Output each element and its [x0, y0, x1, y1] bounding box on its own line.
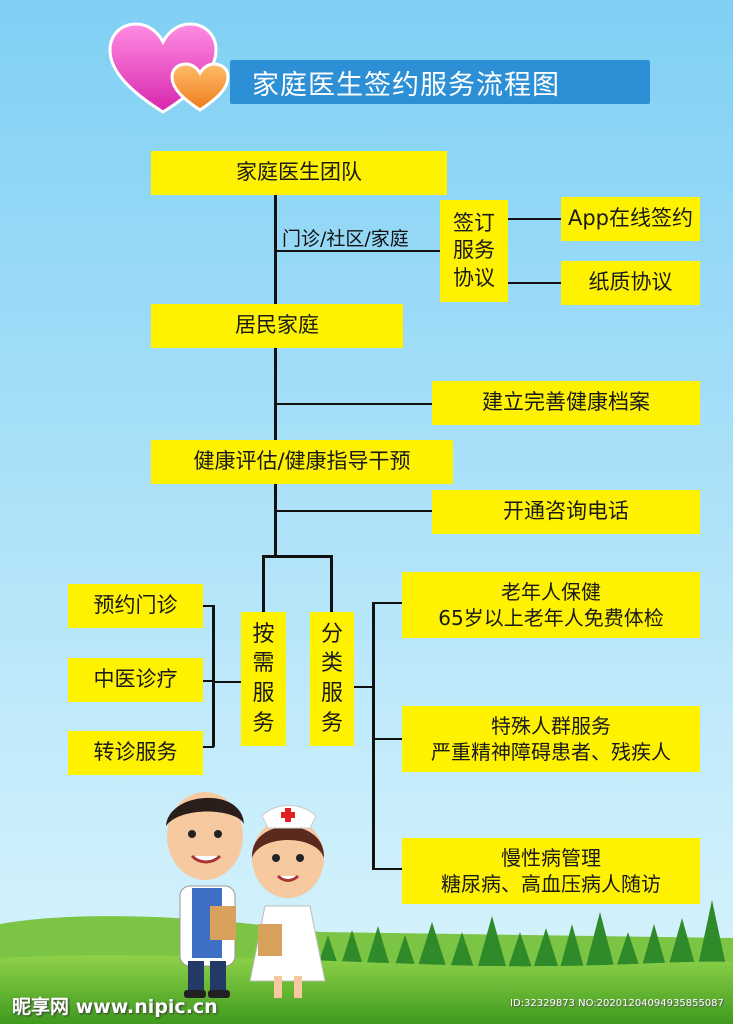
- node-sign-agreement: 签订 服务 协议: [440, 200, 508, 302]
- page-title: 家庭医生签约服务流程图: [230, 60, 650, 104]
- node-ondemand-char: 服: [252, 681, 275, 706]
- connector-elderly: [373, 602, 402, 604]
- connector-to-hotline: [276, 510, 433, 512]
- doctor-figure: [166, 792, 244, 998]
- node-elderly-title: 老年人保健: [501, 580, 601, 604]
- node-consult-hotline: 开通咨询电话: [432, 490, 700, 534]
- node-chronic-detail: 糖尿病、高血压病人随访: [441, 872, 661, 896]
- doctor-nurse-illustration: [166, 792, 326, 998]
- node-ondemand-char: 按: [252, 621, 275, 647]
- node-classified-service: 分 类 服 务: [310, 612, 354, 746]
- connector-ondemand: [214, 681, 241, 683]
- node-appointment: 预约门诊: [68, 584, 203, 628]
- watermark-logo: 昵享网 www.nipic.cn: [12, 996, 218, 1018]
- node-sign-line: 协议: [453, 265, 495, 290]
- connector-sign-app: [508, 218, 561, 220]
- connector-main-trunk: [274, 195, 277, 557]
- connector-tcm: [203, 680, 214, 682]
- node-family-doctor-team: 家庭医生团队: [151, 151, 447, 195]
- connector-chronic: [373, 868, 402, 870]
- node-classify-char: 服: [320, 681, 343, 706]
- node-app-online-sign: App在线签约: [561, 197, 700, 241]
- node-classify-char: 分: [320, 621, 343, 647]
- node-ondemand-char: 务: [252, 710, 275, 736]
- node-sign-line: 签订: [453, 211, 495, 236]
- watermark-id: ID:32329873 NO:20201204094935855087: [510, 998, 724, 1009]
- nurse-figure: [249, 805, 326, 998]
- connector-appoint: [203, 605, 214, 607]
- node-sign-line: 服务: [453, 238, 495, 263]
- connector-split-right: [330, 555, 333, 613]
- node-resident-family: 居民家庭: [151, 304, 403, 348]
- node-tcm: 中医诊疗: [68, 658, 203, 702]
- node-special-detail: 严重精神障碍患者、残疾人: [431, 740, 671, 764]
- node-special-groups: 特殊人群服务 严重精神障碍患者、残疾人: [402, 706, 700, 772]
- connector-right-bracket: [372, 602, 375, 870]
- connector-classify: [354, 686, 374, 688]
- connector-to-sign: [276, 250, 441, 252]
- connector-sign-paper: [508, 282, 561, 284]
- node-on-demand-service: 按 需 服 务: [241, 612, 286, 746]
- connector-to-archive: [276, 403, 433, 405]
- node-health-archive: 建立完善健康档案: [432, 381, 700, 425]
- node-chronic-disease: 慢性病管理 糖尿病、高血压病人随访: [402, 838, 700, 904]
- node-elderly-detail: 65岁以上老年人免费体检: [438, 606, 664, 630]
- edge-label-location: 门诊/社区/家庭: [282, 228, 409, 250]
- node-referral: 转诊服务: [68, 731, 203, 775]
- node-chronic-title: 慢性病管理: [501, 846, 601, 870]
- connector-special: [373, 738, 402, 740]
- node-health-assessment: 健康评估/健康指导干预: [151, 440, 453, 484]
- connector-referral: [203, 746, 214, 748]
- node-ondemand-char: 需: [252, 651, 275, 677]
- node-special-title: 特殊人群服务: [491, 714, 611, 738]
- connector-split-left: [262, 555, 265, 613]
- node-paper-agreement: 纸质协议: [561, 261, 700, 305]
- node-elderly-care: 老年人保健 65岁以上老年人免费体检: [402, 572, 700, 638]
- node-classify-char: 务: [320, 710, 343, 736]
- heart-icon: [108, 22, 230, 114]
- node-classify-char: 类: [320, 651, 343, 677]
- connector-left-bracket: [212, 605, 215, 747]
- connector-split-h: [262, 555, 332, 558]
